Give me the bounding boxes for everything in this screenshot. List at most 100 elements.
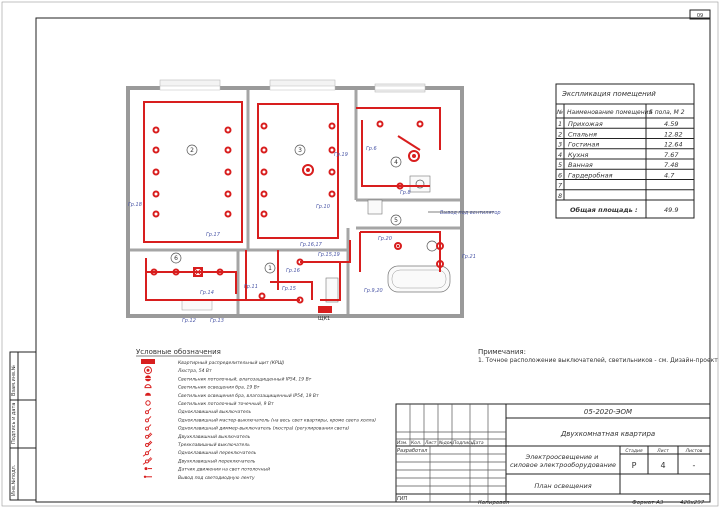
svg-text:Гр.16,17: Гр.16,17 <box>300 242 323 248</box>
row-name: Спальня <box>568 130 597 138</box>
svg-text:Кол.: Кол. <box>411 440 421 446</box>
sheet-value: 4 <box>660 461 665 470</box>
row-no: 4 <box>558 151 562 159</box>
wall-lamp-ip54-icon <box>145 392 151 396</box>
shield-label: ЩК1 <box>318 316 330 322</box>
legend-label: Светильник освещения бра, влагозащищенны… <box>178 393 319 399</box>
svg-text:Гр.14: Гр.14 <box>200 290 214 296</box>
row-no: 5 <box>558 161 562 169</box>
legend-item: Одноклавишный мастер-выключатель (на вес… <box>145 416 376 423</box>
legend-item: Квартирный распределительный щит (КРЩ) <box>141 359 285 366</box>
svg-text:Гр.15,19: Гр.15,19 <box>318 252 340 258</box>
row-area: 4.59 <box>664 120 678 128</box>
title-block: Изм. Кол. Лист №док. Подпись Дата Разраб… <box>395 403 711 506</box>
inner-frame <box>35 17 711 503</box>
svg-text:Гр.20: Гр.20 <box>378 236 392 242</box>
legend-item: Датчик движения на свет потолочный <box>144 467 270 473</box>
dimmer-switch-icon <box>145 424 152 431</box>
row-no: 7 <box>558 182 563 190</box>
svg-text:Гр.18: Гр.18 <box>128 202 142 208</box>
master-switch-icon <box>145 416 152 423</box>
legend-title: Условные обозначения <box>136 348 221 356</box>
legend-item: Светильник освещения бра, влагозащищенны… <box>145 392 319 399</box>
svg-text:Гр.19: Гр.19 <box>334 152 348 158</box>
stamp-signature: Подпись и дата <box>11 403 17 444</box>
sheet-number: 09 <box>697 13 703 19</box>
svg-text:Гр.8: Гр.8 <box>400 190 411 196</box>
switch-1-icon <box>145 407 152 415</box>
legend-label: Квартирный распределительный щит (КРЩ) <box>178 360 285 366</box>
stamp-replace: Взам.инв.№ <box>11 364 17 396</box>
legend-item: Светильник потолочный, влагозащищенный I… <box>145 375 312 382</box>
svg-text:2: 2 <box>190 147 194 154</box>
room-labels: 1 2 3 4 5 6 <box>170 144 402 274</box>
row-area: 7.48 <box>664 161 678 169</box>
svg-text:5: 5 <box>394 217 398 224</box>
svg-text:Лист: Лист <box>656 448 669 454</box>
row-area: 7.67 <box>664 151 679 159</box>
svg-text:Дата: Дата <box>471 440 484 446</box>
explication-col-area: S пола, М 2 <box>649 109 685 116</box>
side-stamp: Взам.инв.№ Подпись и дата Инв.№подл. <box>9 351 37 501</box>
explication-row: 8 <box>558 192 562 200</box>
svg-text:Гр.13: Гр.13 <box>210 318 224 324</box>
svg-text:Подпись: Подпись <box>453 440 474 446</box>
ventilator-note: Вывод под вентилятор <box>440 210 501 216</box>
legend-label: Одноклавишный диммер-выключатель (люстра… <box>178 426 349 432</box>
role-gip: ГИП <box>397 496 408 502</box>
copied-label: Копировал <box>478 500 510 506</box>
legend-item: Трехклавишный выключатель <box>145 440 250 448</box>
legend-label: Одноклавишный переключатель <box>178 450 257 456</box>
legend-item: Люстра, 54 Вт <box>144 366 212 375</box>
legend-item: Светильник освещения бра, 19 Вт <box>144 384 260 391</box>
explication-title: Экспликация помещений <box>561 90 656 98</box>
svg-text:Лист: Лист <box>424 440 437 446</box>
svg-text:№док.: №док. <box>438 440 454 446</box>
row-no: 1 <box>558 120 562 128</box>
svg-text:Гр.21: Гр.21 <box>462 254 476 260</box>
explication-col-name: Наименование помещения <box>567 109 653 116</box>
legend-item: Светильник потолочный точечный, 9 Вт <box>145 400 274 407</box>
explication-row: 7 <box>558 182 563 190</box>
legend-item: Одноклавишный диммер-выключатель (люстра… <box>145 424 349 432</box>
explication-total-label: Общая площадь : <box>570 206 638 214</box>
svg-text:Гр.9,20: Гр.9,20 <box>364 288 383 294</box>
svg-text:4: 4 <box>394 159 398 166</box>
motion-sensor-icon <box>144 467 152 471</box>
stage-value: Р <box>632 461 637 470</box>
format-label: Формат А3 <box>632 500 664 506</box>
row-area: 12.64 <box>664 141 683 149</box>
legend: Условные обозначения Квартирный распреде… <box>136 348 376 481</box>
stamp-inventory: Инв.№подл. <box>11 464 17 496</box>
legend-label: Светильник потолочный, влагозащищенный I… <box>178 376 312 382</box>
distribution-panel <box>318 306 332 313</box>
explication-table: Экспликация помещений № Наименование пом… <box>555 83 695 219</box>
sheet-name: План освещения <box>534 482 591 490</box>
project-name: Двухкомнатная квартира <box>560 430 655 438</box>
toggle-1-icon <box>142 448 152 457</box>
svg-text:Гр.10: Гр.10 <box>316 204 330 210</box>
legend-item: Двухклавишный выключатель <box>145 432 251 440</box>
legend-item: Вывод под светодиодную ленту <box>143 475 255 481</box>
plan-lamps <box>150 120 444 304</box>
doc-code: 05-2020-ЭОМ <box>584 408 632 416</box>
legend-label: Трехклавишный выключатель <box>178 442 250 448</box>
led-output-icon <box>143 475 152 478</box>
explication-row: 5 Ванная 7.48 <box>558 161 678 169</box>
switch-3-icon <box>145 440 153 447</box>
row-name: Прихожая <box>568 120 603 128</box>
ceiling-lamp-ip54-icon <box>145 375 151 382</box>
toggle-2-icon <box>142 457 153 465</box>
row-area: 4.7 <box>664 171 675 179</box>
panel-icon <box>141 359 155 364</box>
row-no: 8 <box>558 192 562 200</box>
row-name: Кухня <box>568 151 589 159</box>
row-name: Ванная <box>568 161 593 169</box>
notes-title: Примечания: <box>478 348 526 356</box>
svg-text:Гр.15: Гр.15 <box>282 286 296 292</box>
row-area: 12.82 <box>664 130 683 138</box>
svg-text:Гр.16: Гр.16 <box>286 268 300 274</box>
